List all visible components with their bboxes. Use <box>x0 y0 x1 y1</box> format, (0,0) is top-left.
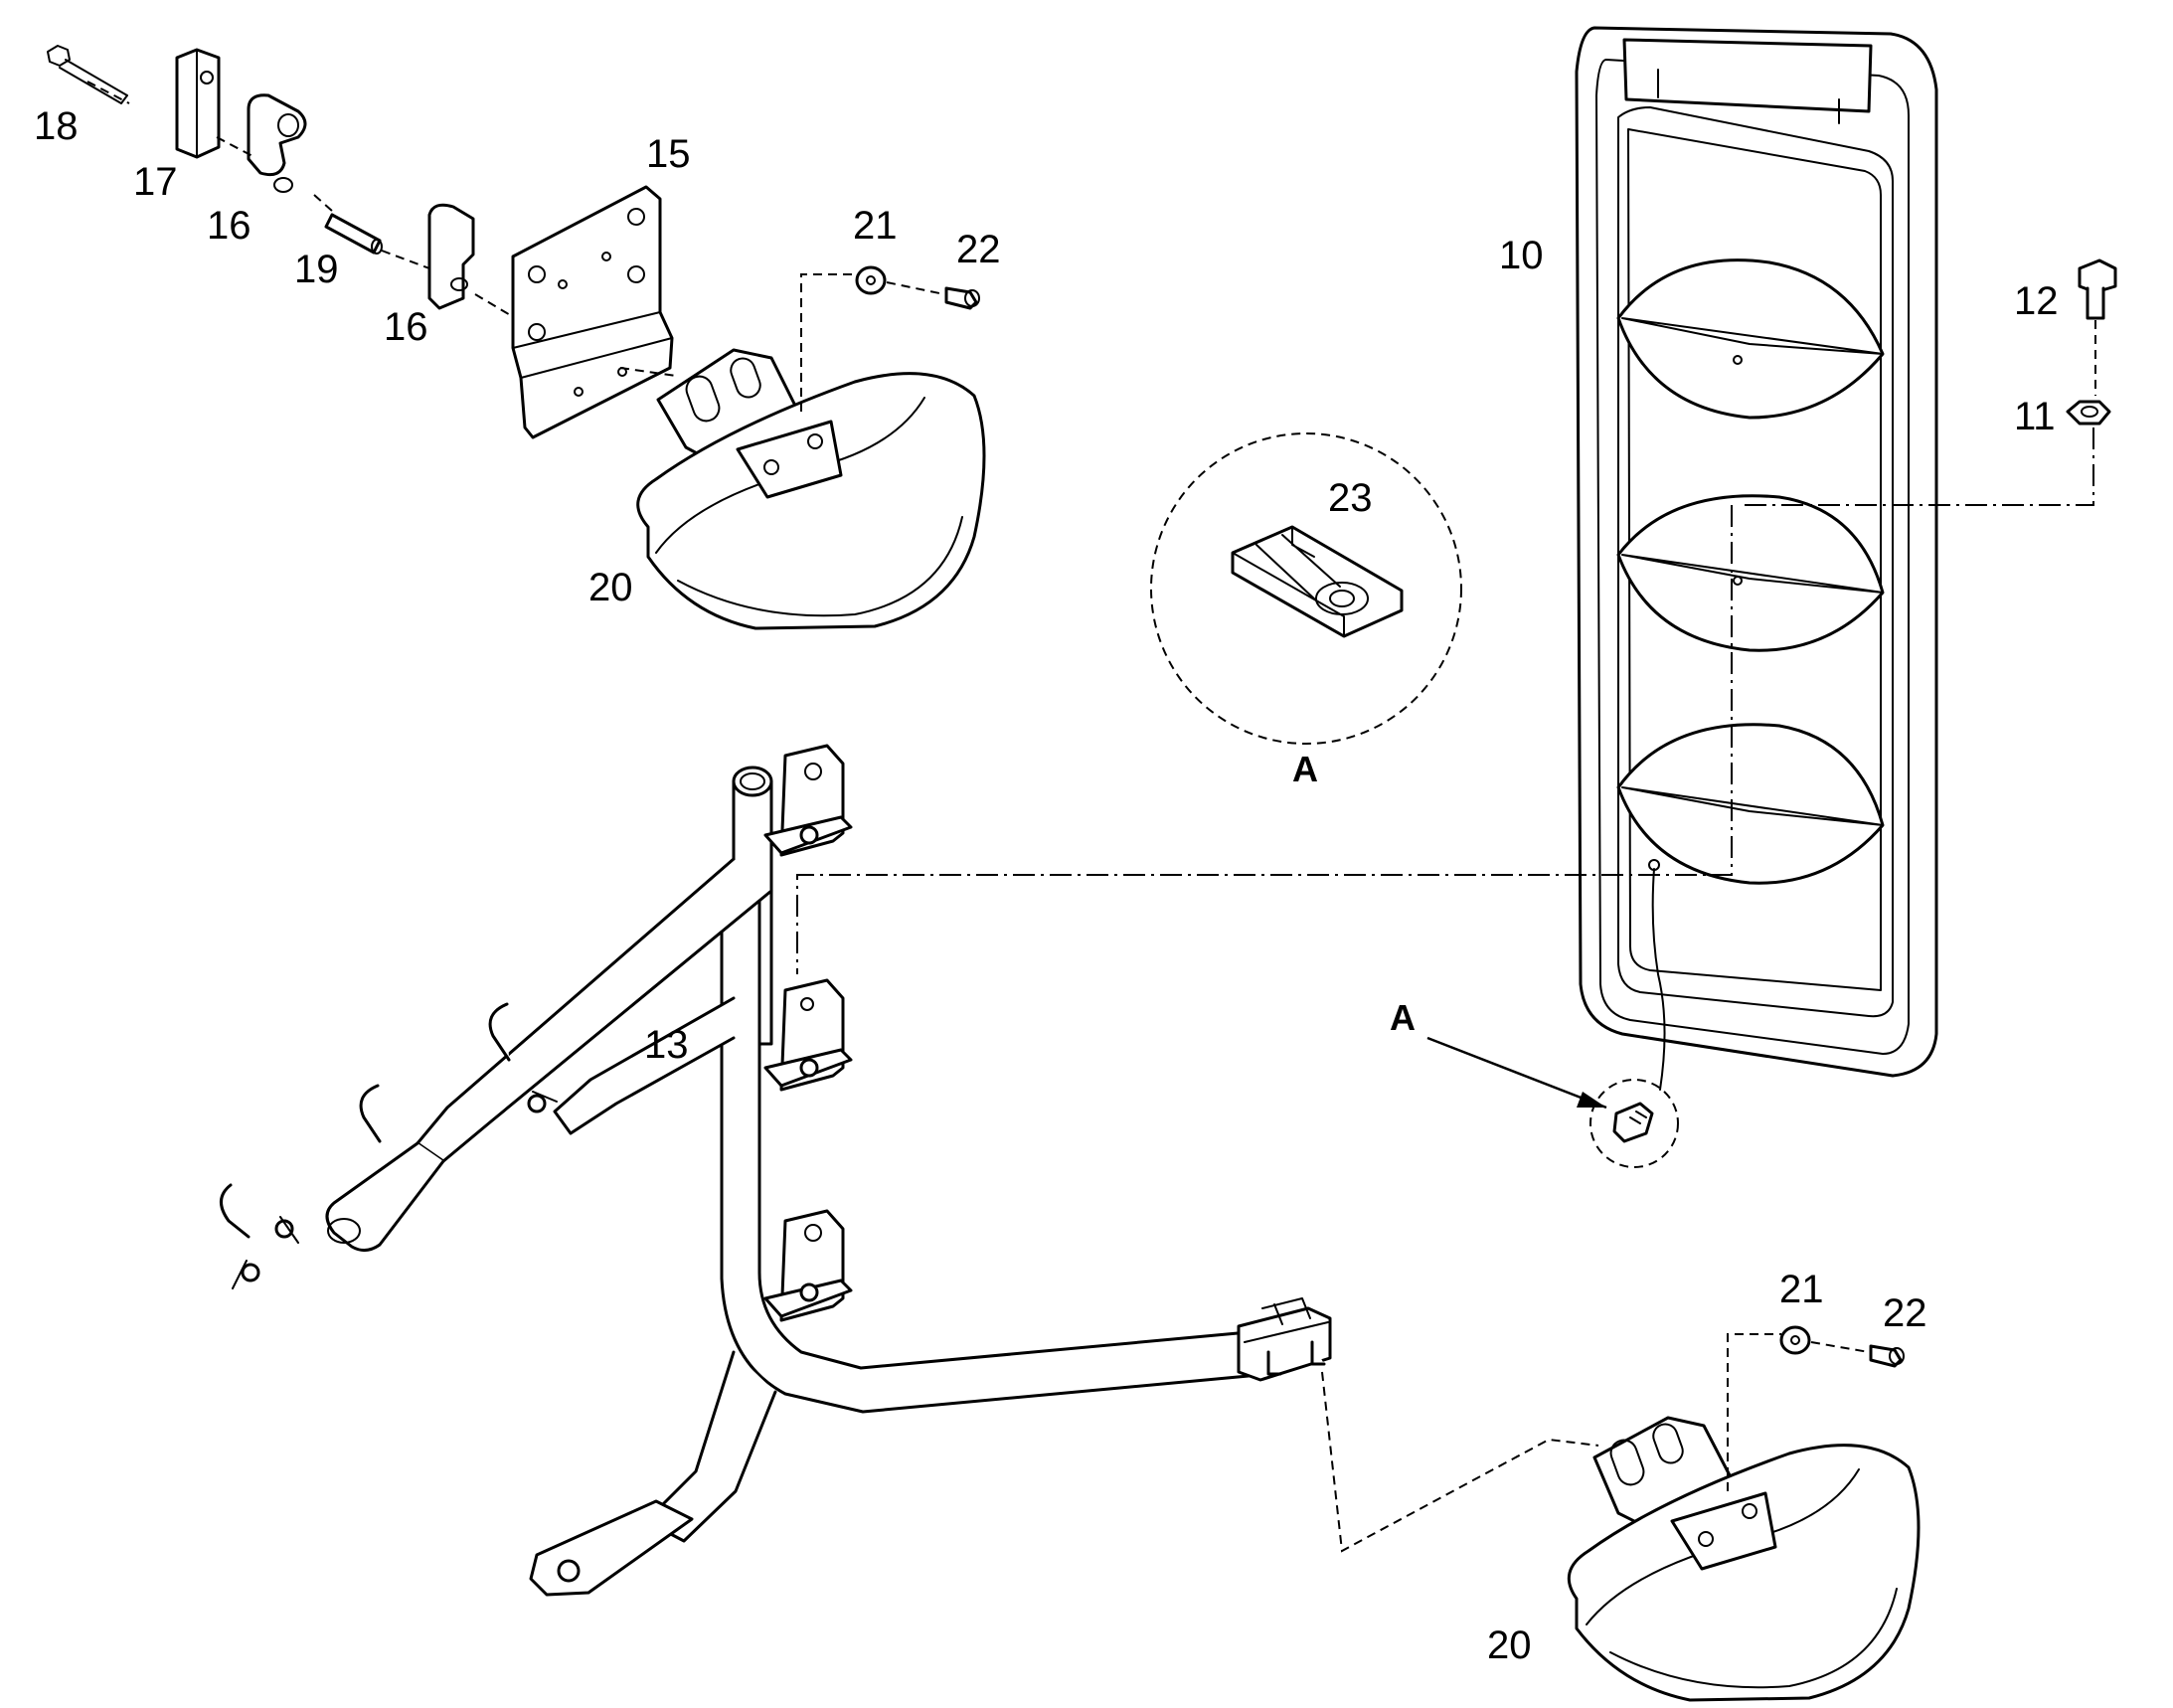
mirror-10 <box>1575 26 1938 1091</box>
detail-pointer-label: A <box>1390 997 1416 1038</box>
top-washer-axis-line <box>800 273 945 412</box>
footrest-20-bottom <box>1567 1416 1921 1702</box>
callout-21: 21 <box>1779 1268 1824 1311</box>
callout-18: 18 <box>34 104 79 148</box>
clamp-16-upper <box>247 93 307 193</box>
callout-11: 11 <box>2014 395 2056 438</box>
mirror-mount-line-lower <box>796 505 1733 974</box>
lower-footrest-assembly-line <box>1321 1371 1599 1553</box>
callout-20: 20 <box>1487 1623 1532 1667</box>
detail-view-a-circle <box>1150 432 1462 745</box>
callout-15: 15 <box>646 132 691 176</box>
mounting-frame-13 <box>220 744 1332 1597</box>
nut-11 <box>2066 400 2111 426</box>
callout-16: 16 <box>207 204 251 248</box>
callout-13: 13 <box>644 1023 689 1067</box>
washer-21-bottom <box>1779 1325 1811 1355</box>
bolt-18 <box>47 45 128 104</box>
callout-17: 17 <box>133 160 178 204</box>
bolt-12 <box>2078 258 2117 320</box>
clip-23 <box>1231 525 1404 638</box>
callout-19: 19 <box>294 248 339 291</box>
detail-pointer-arrow <box>1426 1036 1607 1110</box>
callout-22: 22 <box>956 228 1001 271</box>
pin-19 <box>324 213 383 255</box>
callout-16: 16 <box>384 305 428 349</box>
callout-10: 10 <box>1499 234 1544 277</box>
clamp-16-lower <box>427 203 475 310</box>
callout-23: 23 <box>1328 476 1373 520</box>
bracket-plate-15 <box>511 185 674 439</box>
footrest-20-top <box>636 348 986 630</box>
screw-22-bottom <box>1869 1344 1905 1368</box>
callout-21: 21 <box>853 204 898 248</box>
bracket-to-footrest-line <box>619 367 677 377</box>
connector-detail-circle <box>1589 1079 1679 1168</box>
detail-pointer-arrowhead <box>1577 1092 1606 1108</box>
bottom-washer-axis-line <box>1727 1333 1870 1491</box>
connector-plug <box>1612 1102 1654 1143</box>
washer-21-top <box>855 265 887 295</box>
detail-view-label: A <box>1292 749 1318 789</box>
callout-22: 22 <box>1883 1291 1927 1335</box>
callout-20: 20 <box>588 566 633 609</box>
screw-22-top <box>944 286 980 310</box>
fastener-axis-line <box>86 81 513 317</box>
mirror-mount-line-upper <box>1740 427 2094 506</box>
plate-17 <box>175 48 221 159</box>
callout-12: 12 <box>2014 279 2059 323</box>
